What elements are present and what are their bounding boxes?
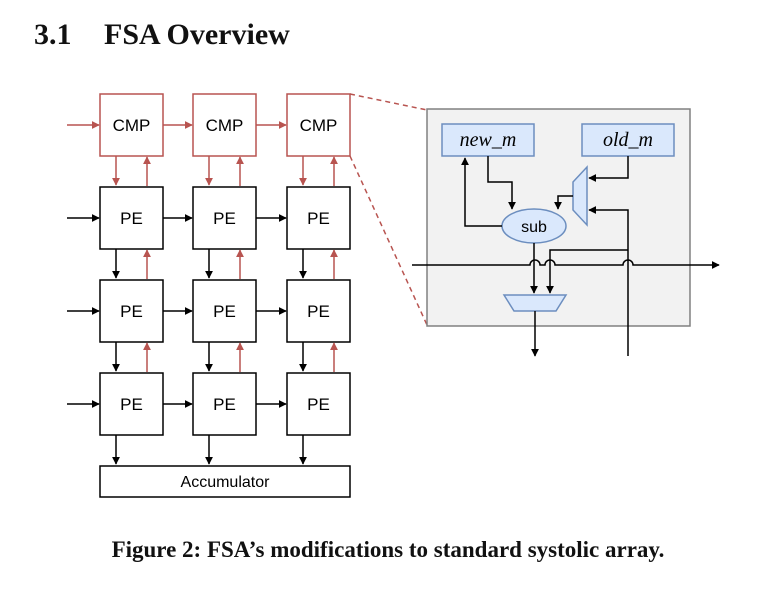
pe-label-r1c2: PE — [213, 209, 236, 228]
pe-label-r2c3: PE — [307, 302, 330, 321]
pe-grid — [99, 186, 351, 436]
accumulator-box — [99, 465, 351, 498]
mux-bottom — [502, 294, 568, 312]
pe-label-r2c1: PE — [120, 302, 143, 321]
pe-down-arrows — [112, 249, 307, 465]
cmp-detail-wiring — [412, 156, 720, 357]
old-m-label: old_m — [603, 129, 653, 151]
pe-box-r2c1 — [99, 279, 164, 343]
pe-box-r3c2 — [192, 372, 257, 436]
cmp-box-1 — [99, 93, 164, 157]
pe-label-r3c3: PE — [307, 395, 330, 414]
pe-box-r1c1 — [99, 186, 164, 250]
sub-label: sub — [521, 219, 547, 236]
pe-box-r2c2 — [192, 279, 257, 343]
figure-caption: Figure 2: FSA’s modifications to standar… — [111, 537, 665, 562]
accumulator-label: Accumulator — [181, 474, 271, 491]
cmp-pe-arrows — [112, 156, 338, 186]
zoom-lines — [349, 93, 428, 326]
pe-label-r3c1: PE — [120, 395, 143, 414]
pe-box-r3c3 — [286, 372, 351, 436]
section-heading: 3.1 FSA Overview — [34, 18, 290, 52]
section-number: 3.1 — [34, 18, 72, 51]
new-m-label: new_m — [460, 129, 517, 151]
mux-vertical — [572, 165, 588, 227]
pe-label-r3c2: PE — [213, 395, 236, 414]
pe-label-r1c3: PE — [307, 209, 330, 228]
pe-row-arrows — [67, 214, 287, 408]
pe-label-r2c2: PE — [213, 302, 236, 321]
cmp-label-2: CMP — [206, 116, 244, 135]
cmp-label-1: CMP — [113, 116, 151, 135]
pe-box-r1c2 — [192, 186, 257, 250]
cmp-box-3 — [286, 93, 351, 157]
pe-box-r2c3 — [286, 279, 351, 343]
section-title: FSA Overview — [104, 18, 290, 51]
pe-label-r1c1: PE — [120, 209, 143, 228]
pe-up-arrows — [143, 249, 338, 372]
cmp-label-3: CMP — [300, 116, 338, 135]
pe-box-r1c3 — [286, 186, 351, 250]
new-m-register — [441, 123, 535, 157]
